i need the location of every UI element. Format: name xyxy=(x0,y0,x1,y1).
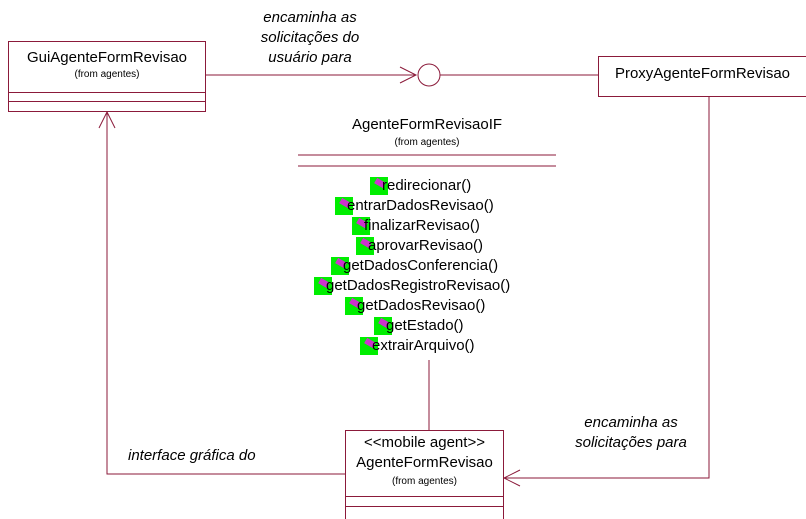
operation-label: getDadosConferencia() xyxy=(343,257,499,274)
label-line: usuário para xyxy=(268,49,352,66)
operation-icon xyxy=(345,297,363,315)
agent-to-gui-line xyxy=(106,112,345,475)
operation-label: getDadosRevisao() xyxy=(357,297,486,314)
label-line: encaminha as xyxy=(263,9,357,26)
label-line: interface gráfica do xyxy=(128,447,256,464)
proxy-to-agent-arrowhead xyxy=(502,469,521,487)
operation-label: getDadosRegistroRevisao() xyxy=(326,277,511,294)
operation-icon xyxy=(335,197,353,215)
class-stereotype: <<mobile agent>> xyxy=(364,434,485,451)
class-proxy-agente-form-revisao[interactable]: ProxyAgenteFormRevisao xyxy=(598,56,806,97)
gui-to-interface-arrowhead xyxy=(399,66,418,84)
class-operations-separator xyxy=(9,101,205,102)
interface-name: AgenteFormRevisaoIF xyxy=(351,116,503,133)
class-gui-agente-form-revisao[interactable]: GuiAgenteFormRevisao (from agentes) xyxy=(8,41,206,112)
operation-icon xyxy=(356,237,374,255)
label-line: solicitações do xyxy=(260,29,360,46)
operation-label: getEstado() xyxy=(386,317,464,334)
class-operations-separator xyxy=(346,506,503,507)
operation-icon xyxy=(314,277,332,295)
agent-to-gui-label: interface gráfica do xyxy=(128,446,256,466)
operation-icon xyxy=(370,177,388,195)
class-attributes-separator xyxy=(346,496,503,497)
operation-label: entrarDadosRevisao() xyxy=(347,197,494,214)
class-package: (from agentes) xyxy=(391,476,458,487)
agent-to-gui-arrowhead xyxy=(98,110,116,129)
label-line: solicitações para xyxy=(575,434,687,451)
class-agente-form-revisao[interactable]: <<mobile agent>> AgenteFormRevisao (from… xyxy=(345,430,504,519)
gui-to-interface-label: encaminha as solicitações do usuário par… xyxy=(232,8,388,68)
label-line: encaminha as xyxy=(584,414,678,431)
operation-label: redirecionar() xyxy=(382,177,472,194)
proxy-to-agent-line xyxy=(504,97,710,479)
operation-icon xyxy=(331,257,349,275)
class-name: AgenteFormRevisao xyxy=(356,454,493,471)
operation-label: extrairArquivo() xyxy=(372,337,475,354)
class-attributes-separator xyxy=(9,92,205,93)
proxy-to-agent-label: encaminha as solicitações para xyxy=(556,413,706,453)
operation-icon xyxy=(360,337,378,355)
operation-icon xyxy=(352,217,370,235)
operation-icon xyxy=(374,317,392,335)
interface-lollipop-circle xyxy=(417,63,441,87)
class-package: (from agentes) xyxy=(74,69,140,80)
class-name: GuiAgenteFormRevisao xyxy=(26,49,188,66)
class-name: ProxyAgenteFormRevisao xyxy=(614,65,791,82)
operation-label: finalizarRevisao() xyxy=(364,217,480,234)
operation-label: aprovarRevisao() xyxy=(368,237,484,254)
interface-package: (from agentes) xyxy=(394,137,460,148)
